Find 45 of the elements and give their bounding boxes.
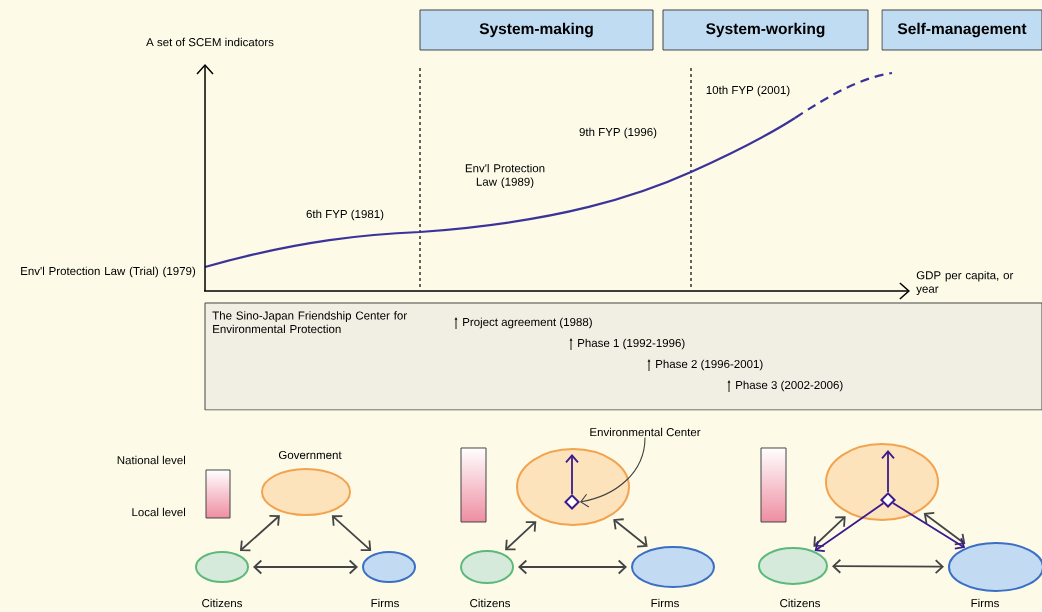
diamond-node xyxy=(564,494,580,510)
axis-label: A set of SCEM indicators xyxy=(146,37,274,47)
ellipse-node: Government xyxy=(261,450,351,516)
node-label: Government xyxy=(278,450,342,460)
ellipse-node: Firms xyxy=(631,546,715,608)
arrow xyxy=(505,521,537,551)
arrow xyxy=(613,518,648,548)
arrow xyxy=(518,559,627,575)
arrow xyxy=(892,502,966,550)
level-label: Local level xyxy=(132,507,185,517)
arrow xyxy=(923,512,966,546)
ellipse-node: Citizens xyxy=(460,550,514,608)
node-label: Citizens xyxy=(470,598,511,608)
ellipse-node xyxy=(516,448,630,526)
ellipse-node: Firms xyxy=(362,551,416,608)
stage-box: Self-management xyxy=(881,9,1042,51)
annotation: Env'l Protection Law (1989) xyxy=(465,163,545,189)
arrow xyxy=(253,559,358,575)
node-label: Citizens xyxy=(202,598,243,608)
node-label: Citizens xyxy=(780,598,821,608)
annotation: 10th FYP (2001) xyxy=(706,85,790,97)
annotation: 9th FYP (1996) xyxy=(579,127,657,139)
arrow xyxy=(813,516,846,547)
level-label: National level xyxy=(117,455,185,465)
arrow xyxy=(565,454,579,495)
arrow xyxy=(239,515,280,552)
diamond-node xyxy=(880,492,896,508)
annotation: Env'l Protection Law (Trial) (1979) xyxy=(21,266,196,278)
arrow xyxy=(881,450,895,493)
node-label: Firms xyxy=(651,598,679,608)
stage-box: System-making xyxy=(419,9,654,51)
callout-text: Environmental Center xyxy=(590,427,701,437)
arrow xyxy=(331,515,372,552)
ellipse-node xyxy=(825,443,939,521)
stage-box: System-working xyxy=(662,9,869,51)
leader-line xyxy=(580,436,646,508)
ellipse-node: Citizens xyxy=(758,547,828,608)
info-panel: The Sino-Japan Friendship Center for Environmental Protection Project agreement (1988) Phase 1 (1992-1996) Phase 2 (1996-2001) Phase 3 (2002-2006) xyxy=(204,302,1042,411)
arrow xyxy=(832,558,944,575)
node-label: Firms xyxy=(371,598,399,608)
ellipse-node: Firms xyxy=(948,542,1042,608)
ellipse-node: Citizens xyxy=(195,551,249,608)
arrow xyxy=(814,502,885,553)
annotation: 6th FYP (1981) xyxy=(306,209,384,221)
node-label: Firms xyxy=(971,598,999,608)
